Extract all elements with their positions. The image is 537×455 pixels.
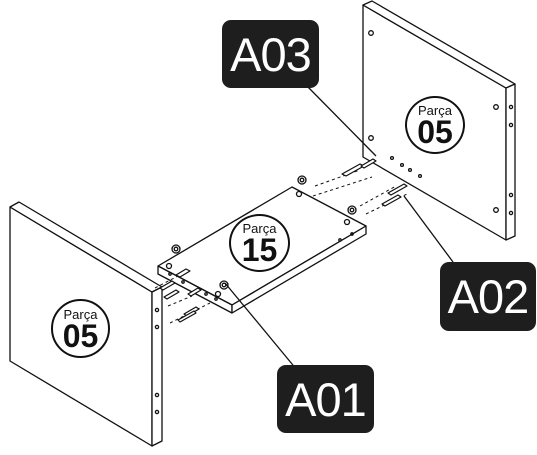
part-badge-base: Parça 15 (229, 214, 290, 272)
cam-lock (171, 175, 357, 290)
a02-dowels (159, 158, 408, 300)
part-badge-right-side: Parça 05 (405, 96, 465, 154)
leader-lines (224, 84, 454, 371)
part-word: Parça (63, 306, 98, 322)
hardware-label-a03: A03 (222, 20, 319, 88)
a01-bolts (175, 268, 202, 323)
part-word: Parça (242, 221, 277, 237)
part-number: 05 (62, 317, 99, 354)
hardware-label-a01: A01 (277, 365, 374, 433)
part-number: 05 (417, 114, 453, 151)
part-badge-left-side: Parça 05 (51, 299, 110, 358)
part-word: Parça (418, 103, 452, 119)
part-number: 15 (241, 232, 278, 269)
hardware-label-a02: A02 (440, 262, 536, 331)
